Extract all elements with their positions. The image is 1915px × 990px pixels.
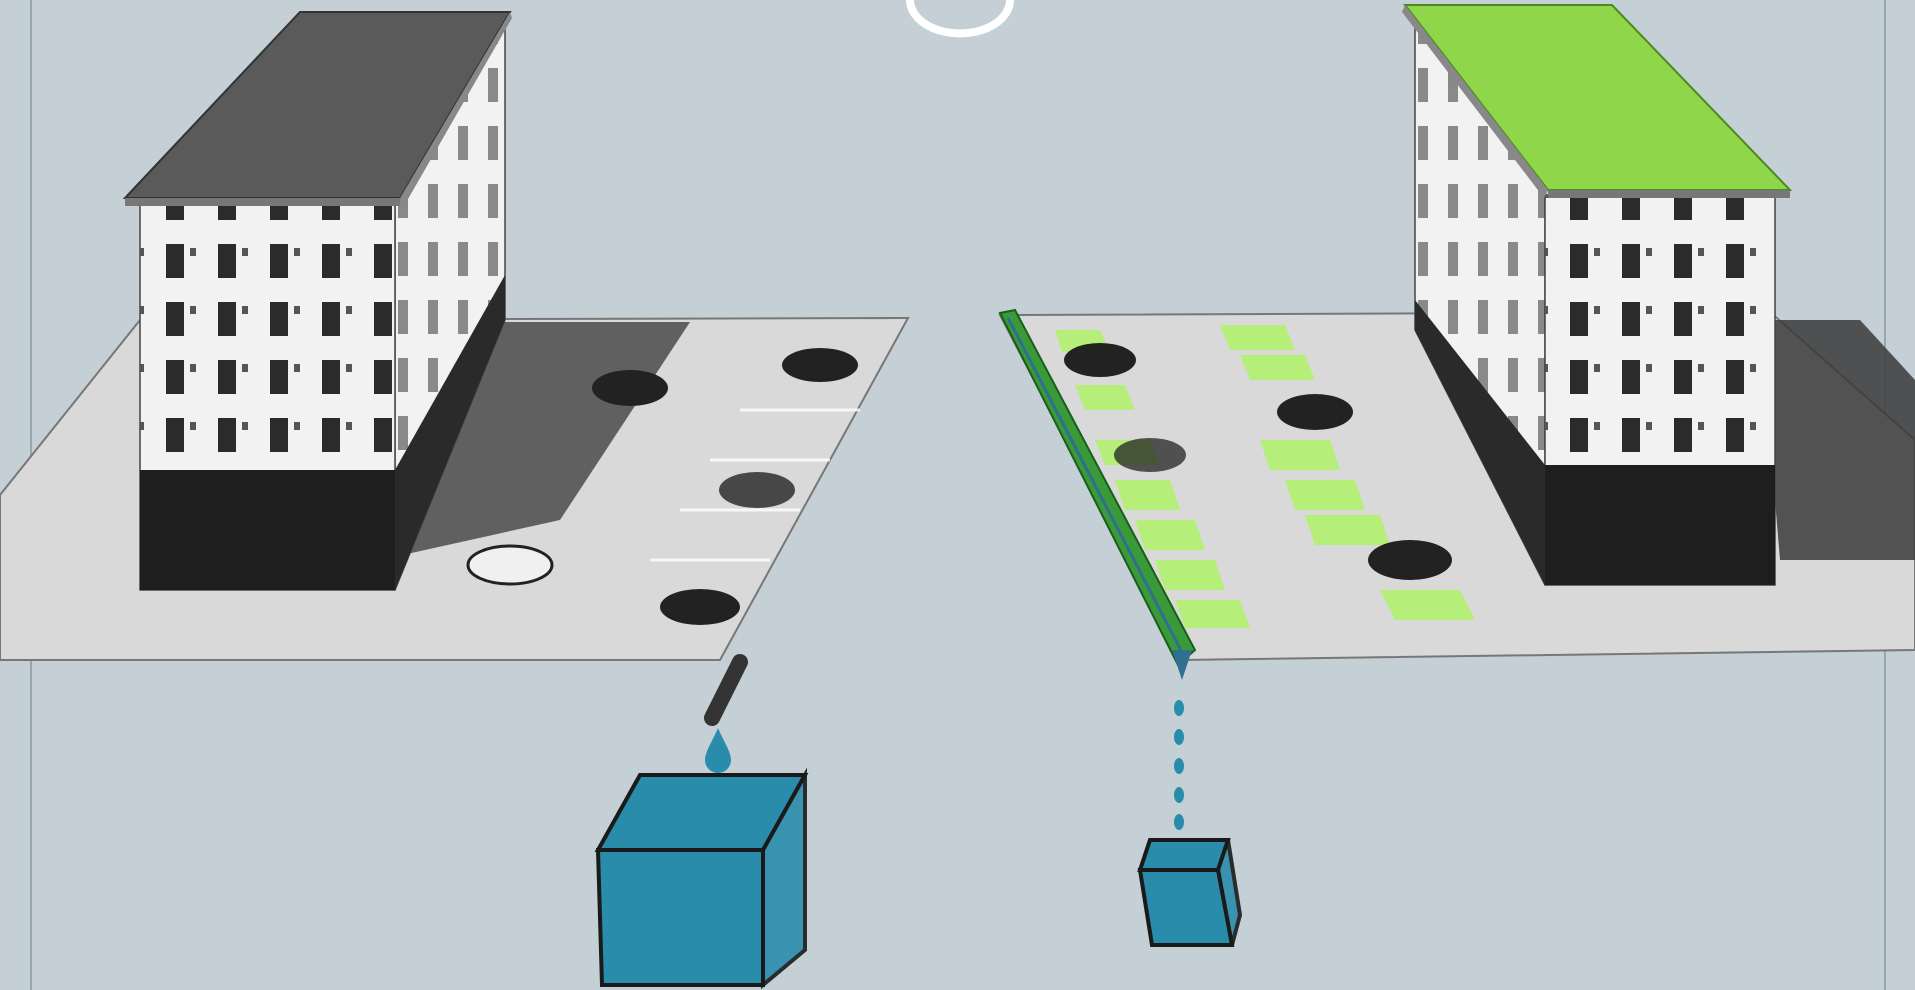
small-runoff-volume-cube	[1140, 840, 1240, 945]
car	[660, 589, 740, 625]
car	[592, 370, 668, 406]
car	[1064, 343, 1136, 377]
car	[468, 546, 552, 584]
large-runoff-volume-cube	[598, 775, 805, 985]
right-building-shadow	[1760, 320, 1915, 560]
car	[1114, 438, 1186, 472]
car	[1368, 540, 1452, 580]
car	[1277, 394, 1353, 430]
left-building-ground-floor	[140, 470, 395, 590]
car	[782, 348, 858, 382]
right-building-ground-floor	[1545, 465, 1775, 585]
car	[719, 472, 795, 508]
